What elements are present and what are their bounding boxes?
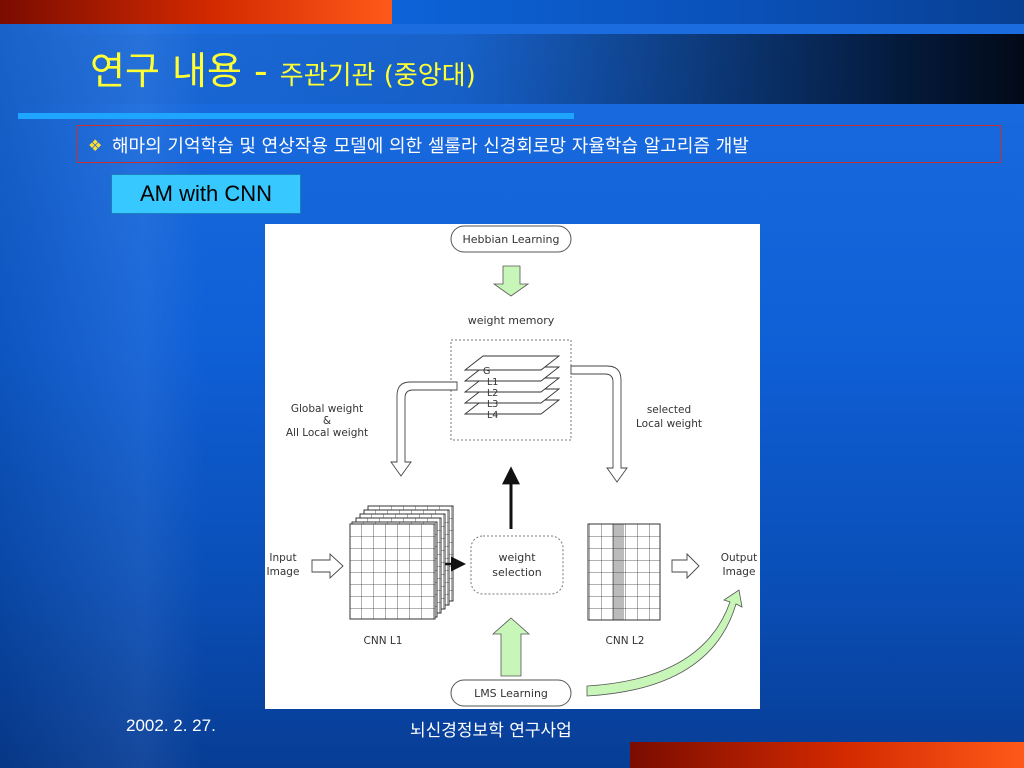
top-blue-bar bbox=[392, 0, 1024, 24]
title-bar bbox=[0, 34, 1024, 104]
cnn-l1-grid bbox=[349, 505, 454, 620]
title-sub: 주관기관 (중앙대) bbox=[279, 61, 476, 91]
down-arrow-icon bbox=[492, 265, 530, 297]
global-weight-label-2: & bbox=[323, 415, 331, 427]
input-label-1: Input bbox=[269, 552, 296, 564]
layer-l1: L1 bbox=[487, 377, 498, 388]
global-weight-label-3: All Local weight bbox=[286, 427, 368, 439]
layer-l4: L4 bbox=[487, 410, 498, 421]
selected-label-1: selected bbox=[647, 404, 691, 416]
hebbian-box bbox=[450, 225, 572, 253]
weight-memory-label: weight memory bbox=[468, 314, 555, 327]
bullet-diamond-icon: ❖ bbox=[88, 136, 103, 155]
layer-g: G bbox=[483, 366, 490, 377]
output-arrow-icon bbox=[671, 552, 700, 580]
slide-title: 연구 내용 - 주관기관 (중앙대) bbox=[90, 40, 476, 95]
weight-selection-label-2: selection bbox=[492, 566, 541, 579]
curved-green-arrow-icon bbox=[586, 589, 743, 697]
hebbian-label: Hebbian Learning bbox=[462, 233, 559, 246]
input-arrow-icon bbox=[311, 552, 344, 580]
lms-label: LMS Learning bbox=[474, 687, 548, 700]
output-label-2: Image bbox=[723, 566, 756, 578]
selected-label-2: Local weight bbox=[636, 418, 702, 430]
top-red-bar bbox=[0, 0, 392, 24]
title-main: 연구 내용 - bbox=[90, 49, 280, 93]
lms-box bbox=[450, 679, 572, 707]
global-weight-arrow-icon bbox=[390, 381, 458, 477]
layer-l3: L3 bbox=[487, 399, 498, 410]
background-left-band bbox=[0, 0, 205, 768]
am-cnn-label: AM with CNN bbox=[111, 174, 301, 214]
diagram: Hebbian Learning weight memory G L1 L2 L… bbox=[265, 224, 760, 709]
cnn-l1-label: CNN L1 bbox=[364, 635, 403, 647]
weight-selection-box bbox=[470, 535, 564, 595]
cnn-l2-label: CNN L2 bbox=[606, 635, 645, 647]
input-label-2: Image bbox=[267, 566, 300, 578]
layer-stack bbox=[463, 355, 561, 415]
diagram-svg: Hebbian Learning weight memory G L1 L2 L… bbox=[267, 225, 757, 707]
cnn-l2-grid bbox=[587, 523, 661, 621]
global-weight-label-1: Global weight bbox=[291, 403, 363, 415]
weight-selection-label-1: weight bbox=[498, 551, 536, 564]
footer-red-bar bbox=[630, 742, 1024, 768]
lms-up-arrow-icon bbox=[491, 617, 531, 677]
footer-date: 2002. 2. 27. bbox=[126, 716, 216, 735]
selected-weight-arrow-icon bbox=[570, 365, 628, 483]
title-underline bbox=[18, 113, 574, 119]
layer-l2: L2 bbox=[487, 388, 498, 399]
bullet-box bbox=[77, 125, 1001, 163]
bullet-text: 해마의 기억학습 및 연상작용 모델에 의한 셀룰라 신경회로망 자율학습 알고… bbox=[112, 136, 749, 157]
output-label-1: Output bbox=[721, 552, 757, 564]
footer-project: 뇌신경정보학 연구사업 bbox=[410, 721, 572, 741]
